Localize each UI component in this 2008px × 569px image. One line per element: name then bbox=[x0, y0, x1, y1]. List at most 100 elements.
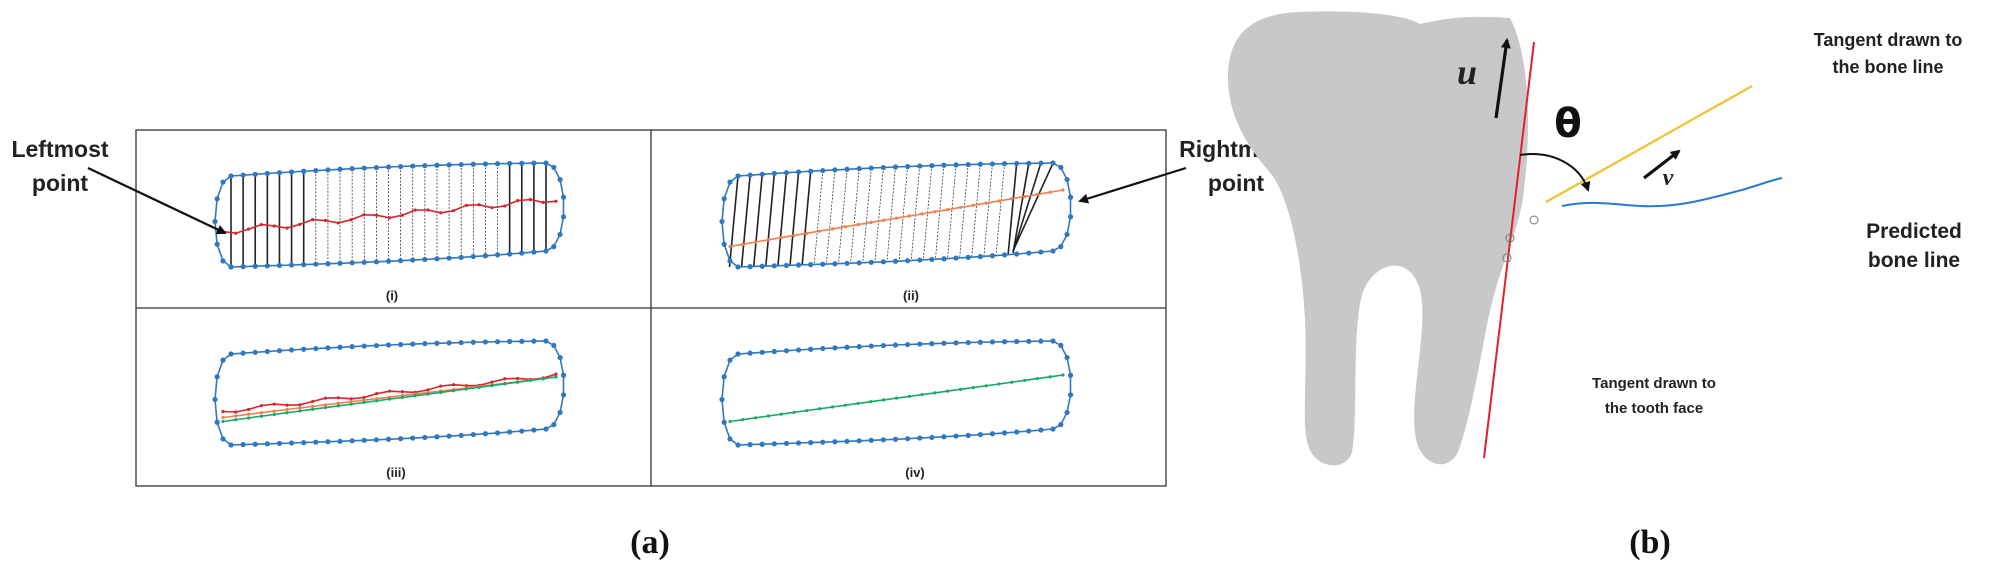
contour-point bbox=[795, 262, 802, 268]
leftmost-label-line1: Leftmost bbox=[11, 136, 108, 162]
contour-point bbox=[410, 341, 416, 347]
contour-point bbox=[240, 350, 246, 356]
panel-a: (i) (ii) (iii) (iv) Leftmost point Right… bbox=[11, 129, 1293, 561]
contour-point bbox=[214, 196, 220, 202]
contour-point bbox=[410, 257, 416, 263]
contour-point bbox=[337, 260, 343, 266]
contour-point bbox=[214, 374, 220, 380]
contour-point bbox=[220, 436, 226, 442]
hatch-line bbox=[886, 166, 896, 262]
contour-point bbox=[1026, 428, 1032, 434]
tooth-face-tangent bbox=[1483, 41, 1535, 459]
midline-point bbox=[869, 220, 873, 225]
midline-point bbox=[490, 380, 494, 384]
midline-point bbox=[882, 218, 886, 222]
contour-point bbox=[759, 171, 765, 177]
contour-point bbox=[214, 419, 220, 425]
contour-point bbox=[507, 160, 513, 167]
contour-point bbox=[892, 436, 899, 442]
contour-point bbox=[551, 342, 557, 348]
midline-point bbox=[221, 409, 225, 414]
midline-point bbox=[387, 397, 392, 401]
contour-point bbox=[482, 253, 489, 259]
contour-point bbox=[820, 439, 826, 445]
contour-point bbox=[276, 170, 283, 176]
contour-point bbox=[1001, 252, 1008, 258]
contour-point bbox=[276, 262, 283, 269]
subpanel-ii bbox=[719, 160, 1074, 270]
contour-point bbox=[288, 347, 295, 353]
contour-point bbox=[1050, 338, 1056, 344]
midline-point bbox=[221, 415, 225, 420]
contour-point bbox=[880, 259, 886, 265]
contour-point bbox=[783, 170, 790, 176]
midline-point bbox=[515, 376, 520, 381]
hatch-line bbox=[935, 165, 945, 259]
contour-point bbox=[337, 344, 343, 350]
contour-point bbox=[905, 163, 911, 170]
contour-point bbox=[808, 346, 814, 352]
contour-point bbox=[264, 263, 270, 269]
contour-point bbox=[1058, 342, 1064, 348]
midline-point bbox=[285, 403, 289, 407]
contour-point bbox=[551, 164, 557, 170]
contour-point bbox=[301, 262, 307, 268]
contour-point bbox=[1050, 160, 1056, 166]
midline-point bbox=[490, 206, 494, 210]
contour-point bbox=[719, 218, 725, 225]
contour-point bbox=[965, 339, 971, 346]
contour-point bbox=[276, 348, 283, 354]
contour-point bbox=[337, 166, 343, 172]
contour-point bbox=[422, 434, 428, 441]
contact-point-3 bbox=[1529, 215, 1539, 225]
contour-point bbox=[551, 244, 557, 250]
hatch-line bbox=[971, 164, 981, 257]
midline-point bbox=[856, 401, 860, 406]
contour-point bbox=[844, 260, 850, 266]
midline-point bbox=[843, 403, 847, 407]
sublabel-ii: (ii) bbox=[903, 288, 919, 303]
midline-point bbox=[375, 399, 379, 403]
midline-point bbox=[984, 384, 988, 388]
contour-point bbox=[325, 439, 331, 445]
contour-point bbox=[1001, 161, 1008, 167]
contour-point bbox=[228, 442, 234, 448]
subpanel-iv bbox=[719, 338, 1074, 448]
contour-point bbox=[434, 434, 440, 440]
contour-point bbox=[1058, 164, 1064, 170]
contour-point bbox=[721, 241, 727, 247]
midline-point bbox=[830, 405, 835, 409]
sublabel-iii: (iii) bbox=[386, 465, 406, 480]
midline-point bbox=[541, 200, 545, 204]
contour-point bbox=[795, 440, 802, 446]
contour-point bbox=[482, 431, 489, 437]
contour-point bbox=[507, 429, 513, 435]
contour-point bbox=[220, 179, 226, 185]
midline-point bbox=[413, 208, 417, 212]
contour-point bbox=[519, 338, 525, 344]
contour-point bbox=[759, 263, 765, 269]
contour-point bbox=[759, 441, 765, 447]
contour-point bbox=[422, 163, 428, 169]
predicted-label-line1: Predicted bbox=[1866, 220, 1962, 243]
caption-a: (a) bbox=[630, 524, 670, 561]
midline-point bbox=[387, 216, 392, 220]
midline-point bbox=[907, 394, 911, 398]
midline-point bbox=[869, 400, 873, 404]
midline-point bbox=[298, 403, 302, 407]
bone-tangent-label-line2: the bone line bbox=[1832, 57, 1943, 77]
midline-point bbox=[766, 414, 771, 418]
contour-point bbox=[1001, 430, 1008, 436]
contour-point bbox=[905, 436, 911, 442]
contour-point bbox=[470, 431, 476, 438]
midline bbox=[222, 373, 557, 413]
contour-point bbox=[1064, 176, 1070, 183]
midline-point bbox=[311, 218, 315, 222]
midline-point bbox=[933, 210, 937, 214]
midline-point bbox=[741, 242, 745, 246]
contour-point bbox=[721, 419, 727, 425]
midline-point bbox=[805, 231, 809, 235]
contour-point bbox=[220, 357, 226, 363]
contour-point bbox=[747, 264, 753, 270]
